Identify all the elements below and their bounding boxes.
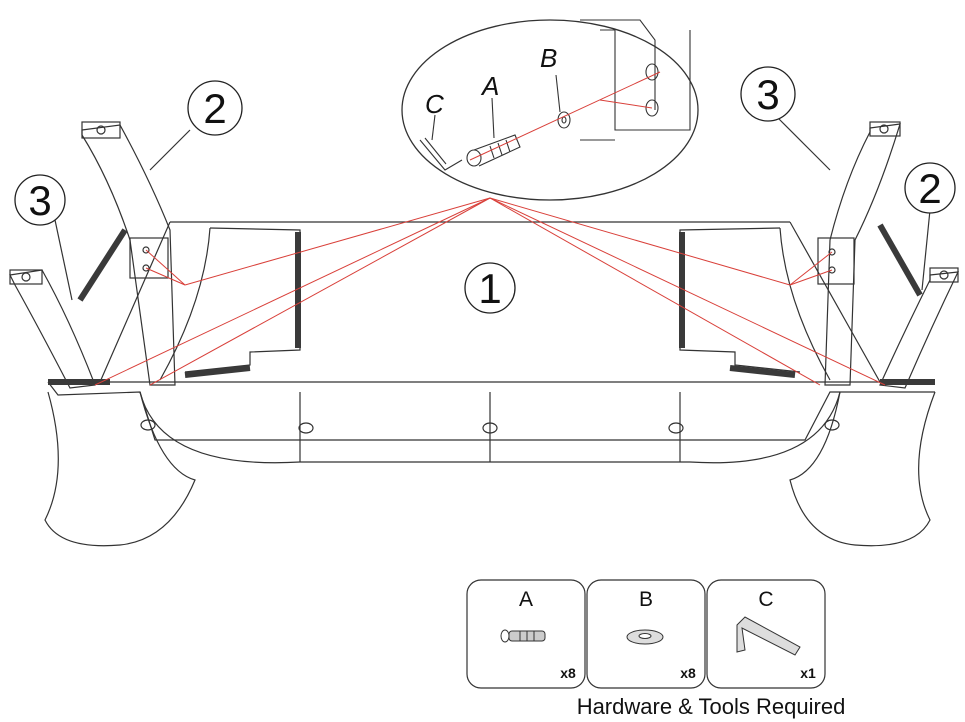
hardware-item-c: C x1 xyxy=(706,579,826,689)
hardware-item-a: A x8 xyxy=(466,579,586,689)
allen-key-detail-icon xyxy=(419,139,463,171)
right-back-rail xyxy=(877,223,923,297)
label-a: A xyxy=(480,71,499,101)
callout-3-left: 3 xyxy=(28,177,51,224)
left-back-leg-2 xyxy=(81,124,176,386)
right-front-leg xyxy=(789,391,936,547)
callout-circle-3-left xyxy=(14,174,66,226)
left-front-leg xyxy=(44,391,196,547)
callout-2-right: 2 xyxy=(918,165,941,212)
hardware-panel: A x8 B x8 C x1 xyxy=(466,579,826,689)
callout-circle-1 xyxy=(464,262,516,314)
hardware-letter-a: A xyxy=(519,588,533,611)
label-b: B xyxy=(540,43,557,73)
left-inner-brace xyxy=(184,227,301,373)
assembly-guide-lines xyxy=(94,197,886,386)
left-leg-3 xyxy=(9,269,96,389)
callout-circle-2-left xyxy=(187,80,243,136)
label-c: C xyxy=(425,89,444,119)
left-side-edge xyxy=(99,221,171,383)
hardware-letter-b: B xyxy=(639,588,653,611)
callout-circle-2-right xyxy=(904,162,956,214)
left-mount-plate xyxy=(129,237,169,279)
hardware-qty-b: x8 xyxy=(680,665,696,681)
callout-3-right: 3 xyxy=(756,71,779,118)
bolt-detail-icon xyxy=(466,134,521,167)
right-inner-brace xyxy=(679,227,801,373)
right-mount-plate xyxy=(817,237,855,285)
hardware-qty-a: x8 xyxy=(560,665,576,681)
left-back-rail xyxy=(77,228,128,302)
bolt-icon xyxy=(500,629,546,643)
right-leg-2 xyxy=(879,271,960,389)
callout-1: 1 xyxy=(478,265,501,312)
hardware-letter-c: C xyxy=(758,588,773,611)
hardware-qty-c: x1 xyxy=(800,665,816,681)
callout-2-left: 2 xyxy=(203,85,226,132)
hardware-caption: Hardware & Tools Required xyxy=(577,694,846,719)
hardware-detail-callout: C A B xyxy=(401,19,699,201)
front-apron-line xyxy=(47,381,935,441)
callout-circle-3-right xyxy=(740,66,796,122)
allen-key-icon xyxy=(736,616,801,656)
right-side-edge xyxy=(789,221,881,383)
hardware-item-b: B x8 xyxy=(586,579,706,689)
washer-icon xyxy=(626,629,664,645)
right-back-leg-3 xyxy=(824,123,901,386)
